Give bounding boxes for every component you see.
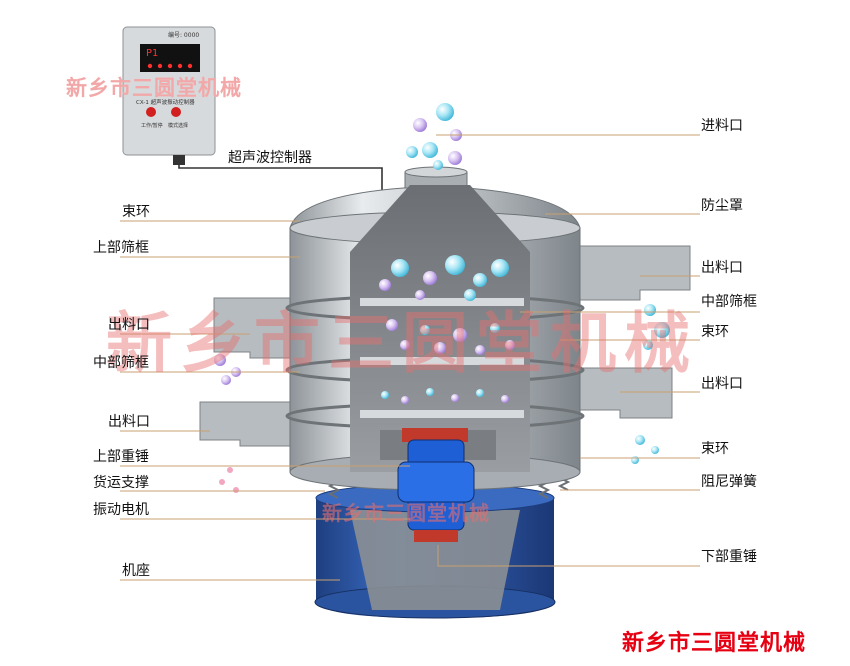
controller-display-text: P1 [146,48,158,59]
material-particles [214,103,670,493]
label-upper-weight: 上部重锤 [93,449,149,465]
watermark-top: 新乡市三圆堂机械 [66,76,242,100]
leader-lines [120,134,700,581]
label-outlet-right-1: 出料口 [701,260,743,276]
controller-button-right-label: 模式选择 [168,122,188,129]
label-controller: 超声波控制器 [228,150,312,166]
label-clamp-ring-top: 束环 [122,204,150,220]
upper-weight [402,428,468,442]
controller-panel-text: CX-1 超声波振动控制器 [136,98,195,106]
watermark-middle: 新乡市三圆堂机械 [106,305,698,382]
lower-weight [414,530,458,542]
controller-button-right[interactable] [171,107,181,117]
label-clamp-ring-right-2: 束环 [701,441,729,457]
label-dust-cover: 防尘罩 [701,198,743,214]
label-clamp-ring-right-1: 束环 [701,324,729,340]
label-middle-frame-right: 中部筛框 [701,294,757,310]
brand-name: 新乡市三圆堂机械 [622,631,807,656]
label-damping-spring: 阻尼弹簧 [701,474,757,490]
vibration-motor [397,428,475,542]
label-outlet-left-2: 出料口 [108,414,150,430]
ultrasonic-controller: 编号: 0000 P1 CX-1 超声波振动控制器 工作/暂停 模式选择 [122,26,216,165]
label-outlet-right-2: 出料口 [701,376,743,392]
label-inlet: 进料口 [701,118,743,134]
machine-base [314,483,556,619]
label-upper-frame: 上部筛框 [93,240,149,256]
controller-button-left-label: 工作/暂停 [141,122,163,129]
leader-lower-weight [437,545,700,567]
controller-button-left[interactable] [146,107,156,117]
label-support: 货运支撑 [93,475,149,491]
label-middle-frame-left: 中部筛框 [93,355,149,371]
label-outlet-left-1: 出料口 [108,317,150,333]
label-lower-weight: 下部重锤 [701,549,757,565]
controller-cable [178,165,383,190]
controller-model-text: 编号: 0000 [168,31,199,39]
watermark-small: 新乡市三圆堂机械 [322,501,490,525]
label-motor: 振动电机 [93,502,149,518]
left-outlets [199,297,301,447]
label-base: 机座 [122,563,150,579]
